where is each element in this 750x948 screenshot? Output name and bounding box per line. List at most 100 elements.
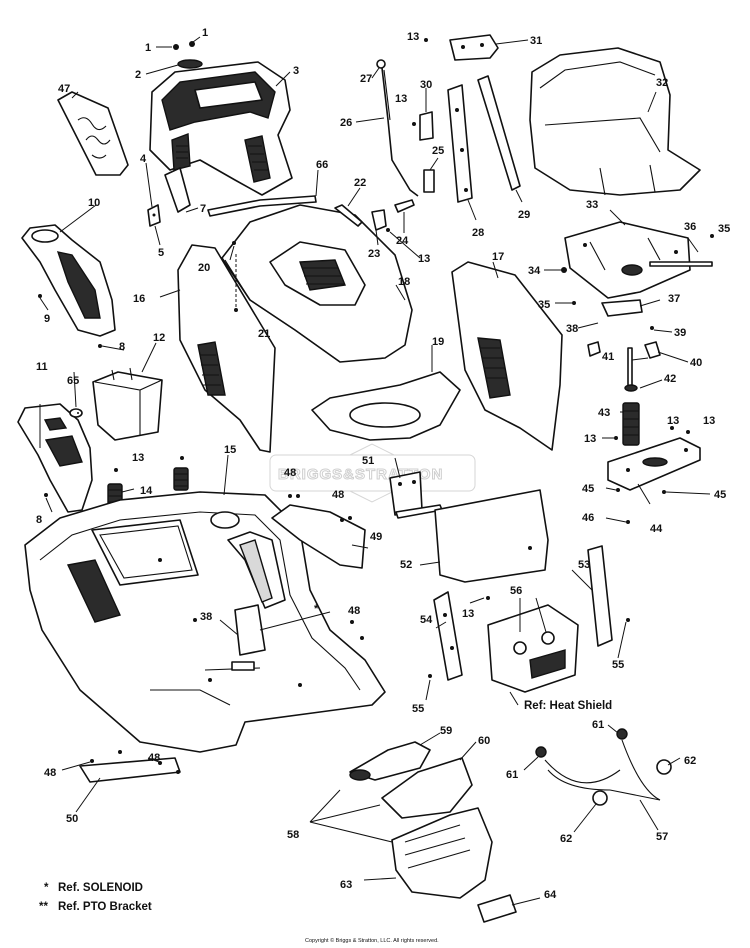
part-54-bracket — [433, 591, 463, 681]
callout-13h: 13 — [462, 608, 474, 620]
part-22-rod — [334, 204, 363, 227]
callout-16: 16 — [133, 293, 145, 305]
callout-13a: 13 — [132, 452, 144, 464]
part-11-lower-pod — [17, 403, 93, 513]
callout-8a: 8 — [119, 341, 125, 353]
part-47-decal — [57, 91, 129, 176]
part-12-cup-holder — [92, 367, 163, 441]
callout-7: 7 — [200, 203, 206, 215]
leader-lines — [39, 36, 711, 906]
part-2-lens — [177, 59, 203, 69]
part-36-rod — [649, 261, 713, 267]
callout-13d: 13 — [407, 31, 419, 43]
callout-56: 56 — [510, 585, 522, 597]
callout-27: 27 — [360, 73, 372, 85]
callout-51: 51 — [362, 455, 374, 467]
callout-9: 9 — [44, 313, 50, 325]
part-37-bracket — [601, 299, 643, 317]
callout-49: 49 — [370, 531, 382, 543]
callout-60: 60 — [478, 735, 490, 747]
legend: * Ref. SOLENOID ** Ref. PTO Bracket — [39, 882, 152, 913]
callout-13c: 13 — [395, 93, 407, 105]
callout-13e: 13 — [667, 415, 679, 427]
callout-45b: 45 — [714, 489, 726, 501]
part-31-bracket — [449, 34, 499, 61]
part-51-bracket — [389, 471, 443, 519]
callout-57: 57 — [656, 831, 668, 843]
part-30-bracket — [419, 111, 434, 141]
callout-11: 11 — [36, 361, 48, 373]
callout-35b: 35 — [538, 299, 550, 311]
part-26-throttle-cable — [381, 67, 419, 197]
callout-61a: 61 — [592, 719, 604, 731]
callout-17: 17 — [492, 251, 504, 263]
part-17-right-side-panel — [451, 261, 563, 451]
callout-12: 12 — [153, 332, 165, 344]
callout-14: 14 — [140, 485, 153, 497]
callout-30: 30 — [420, 79, 432, 91]
callout-33: 33 — [586, 199, 598, 211]
hardware-dots — [38, 38, 714, 774]
callout-23: 23 — [368, 248, 380, 260]
callout-65: 65 — [67, 375, 79, 387]
callout-28: 28 — [472, 227, 484, 239]
callout-22: 22 — [354, 177, 366, 189]
callout-48b: 48 — [332, 489, 344, 501]
part-61-socket-left — [535, 746, 547, 758]
copyright: Copyright © Briggs & Stratton, LLC. All … — [305, 937, 439, 944]
callout-13b: 13 — [418, 253, 430, 265]
part-24-clip — [394, 199, 415, 213]
callout-34: 34 — [528, 265, 541, 277]
callout-4: 4 — [140, 153, 147, 165]
callout-59: 59 — [440, 725, 452, 737]
callout-48c: 48 — [348, 605, 360, 617]
callout-44: 44 — [650, 523, 663, 535]
part-18-hood — [221, 204, 413, 363]
callout-37: 37 — [668, 293, 680, 305]
part-1-screws — [173, 41, 195, 50]
callout-8b: 8 — [36, 514, 42, 526]
callout-55b: 55 — [612, 659, 624, 671]
callout-38b: 38 — [200, 611, 212, 623]
part-57-wire-harness — [544, 739, 661, 801]
callout-15: 15 — [224, 444, 236, 456]
callout-24: 24 — [396, 235, 409, 247]
legend-solenoid-mark: * — [44, 882, 49, 894]
callout-46: 46 — [582, 512, 594, 524]
legend-pto-text: Ref. PTO Bracket — [58, 901, 152, 913]
part-52-plate — [434, 489, 549, 583]
callout-18: 18 — [398, 276, 410, 288]
part-5-bracket — [147, 204, 161, 227]
callout-48d: 48 — [44, 767, 56, 779]
part-16-left-side-panel — [177, 244, 276, 453]
callout-13g: 13 — [584, 433, 596, 445]
part-64-bracket — [477, 894, 517, 923]
part-62-bulb-left — [592, 790, 608, 806]
part-28-seat-bracket-left — [447, 84, 473, 203]
part-62-bulb-right — [656, 759, 672, 775]
callout-64: 64 — [544, 889, 557, 901]
legend-solenoid-text: Ref. SOLENOID — [58, 882, 143, 894]
part-41-bolt — [627, 347, 633, 389]
part-50-cover — [79, 757, 181, 783]
part-27-knob — [376, 59, 386, 69]
callout-54: 54 — [420, 614, 433, 626]
callout-20: 20 — [198, 262, 210, 274]
callout-58: 58 — [287, 829, 299, 841]
callout-42: 42 — [664, 373, 676, 385]
part-33-seat-plate — [564, 221, 691, 299]
callout-38a: 38 — [566, 323, 578, 335]
callout-66: 66 — [316, 159, 328, 171]
callout-32: 32 — [656, 77, 668, 89]
part-3-dash-panel — [149, 61, 293, 213]
callout-5: 5 — [158, 247, 164, 259]
callout-29: 29 — [518, 209, 530, 221]
part-65-plug — [69, 408, 83, 418]
callout-10: 10 — [88, 197, 100, 209]
part-59-headlight-bracket — [349, 741, 431, 781]
part-15-body — [24, 491, 386, 753]
callout-3: 3 — [293, 65, 299, 77]
callout-62a: 62 — [684, 755, 696, 767]
callout-1a: 1 — [145, 42, 151, 54]
callout-2: 2 — [135, 69, 141, 81]
